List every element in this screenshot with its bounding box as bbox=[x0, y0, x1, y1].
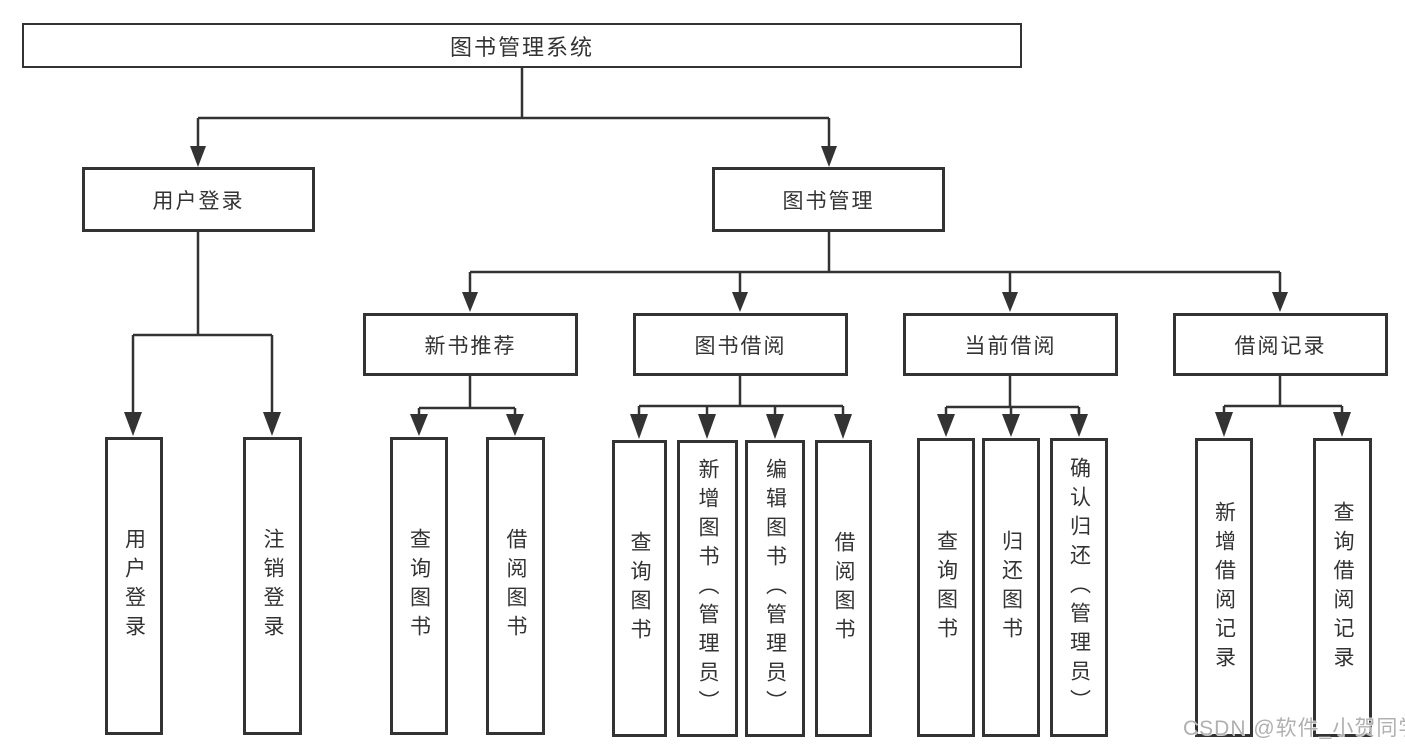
edge-book-management-to-level3 bbox=[462, 232, 1288, 312]
node-login: 用户登录 bbox=[105, 437, 163, 735]
edge-borrowing-records-to-leaves bbox=[1215, 376, 1351, 437]
node-logout: 注销登录 bbox=[243, 437, 302, 735]
node-label: 查询借阅记录 bbox=[1331, 500, 1354, 675]
node-current-borrowing: 当前借阅 bbox=[903, 313, 1118, 376]
node-library-management-system: 图书管理系统 bbox=[22, 23, 1022, 68]
node-book-management: 图书管理 bbox=[712, 167, 945, 232]
node-borrowing-add-books-admin: 新增图书（管理员） bbox=[677, 440, 738, 737]
node-label: 确认归还（管理员） bbox=[1067, 457, 1091, 718]
node-label: 借阅图书 bbox=[504, 528, 527, 644]
node-recommend-borrow-books: 借阅图书 bbox=[486, 437, 545, 735]
node-label: 新书推荐 bbox=[424, 334, 517, 358]
node-records-query-record: 查询借阅记录 bbox=[1313, 438, 1372, 737]
node-label: 当前借阅 bbox=[964, 334, 1057, 358]
node-label: 借阅图书 bbox=[832, 530, 855, 647]
node-new-book-recommend: 新书推荐 bbox=[363, 313, 578, 376]
node-book-borrowing: 图书借阅 bbox=[633, 313, 848, 376]
edge-new-book-recommend-to-leaves bbox=[410, 376, 524, 436]
node-current-return-books: 归还图书 bbox=[982, 438, 1040, 737]
node-label: 查询图书 bbox=[934, 529, 958, 646]
node-current-confirm-return-admin: 确认归还（管理员） bbox=[1050, 438, 1108, 737]
node-records-add-record: 新增借阅记录 bbox=[1195, 438, 1253, 737]
node-label: 注销登录 bbox=[261, 528, 284, 644]
node-label: 查询图书 bbox=[628, 530, 651, 647]
node-label: 图书管理 bbox=[782, 189, 875, 213]
node-borrowing-records: 借阅记录 bbox=[1173, 313, 1388, 376]
edge-current-borrowing-to-leaves bbox=[937, 376, 1088, 437]
node-borrowing-query-books: 查询图书 bbox=[612, 440, 667, 737]
node-label: 借阅记录 bbox=[1234, 334, 1327, 358]
node-label: 图书管理系统 bbox=[449, 34, 594, 60]
node-label: 用户登录 bbox=[152, 189, 245, 213]
node-current-query-books: 查询图书 bbox=[917, 438, 975, 737]
node-label: 图书借阅 bbox=[694, 334, 787, 358]
node-label: 用户登录 bbox=[122, 528, 146, 644]
node-label: 新增借阅记录 bbox=[1212, 500, 1236, 675]
edge-root-to-level2 bbox=[190, 68, 837, 167]
edge-user-login-to-leaves bbox=[124, 232, 281, 436]
node-label: 查询图书 bbox=[407, 528, 431, 644]
node-label: 编辑图书（管理员） bbox=[763, 458, 787, 719]
node-recommend-query-books: 查询图书 bbox=[390, 437, 448, 735]
node-label: 归还图书 bbox=[999, 529, 1023, 646]
node-borrowing-edit-books-admin: 编辑图书（管理员） bbox=[745, 440, 805, 737]
node-user-login: 用户登录 bbox=[82, 167, 315, 232]
edge-book-borrowing-to-leaves bbox=[630, 376, 852, 439]
node-label: 新增图书（管理员） bbox=[696, 458, 719, 719]
node-borrowing-borrow-books: 借阅图书 bbox=[815, 440, 872, 737]
